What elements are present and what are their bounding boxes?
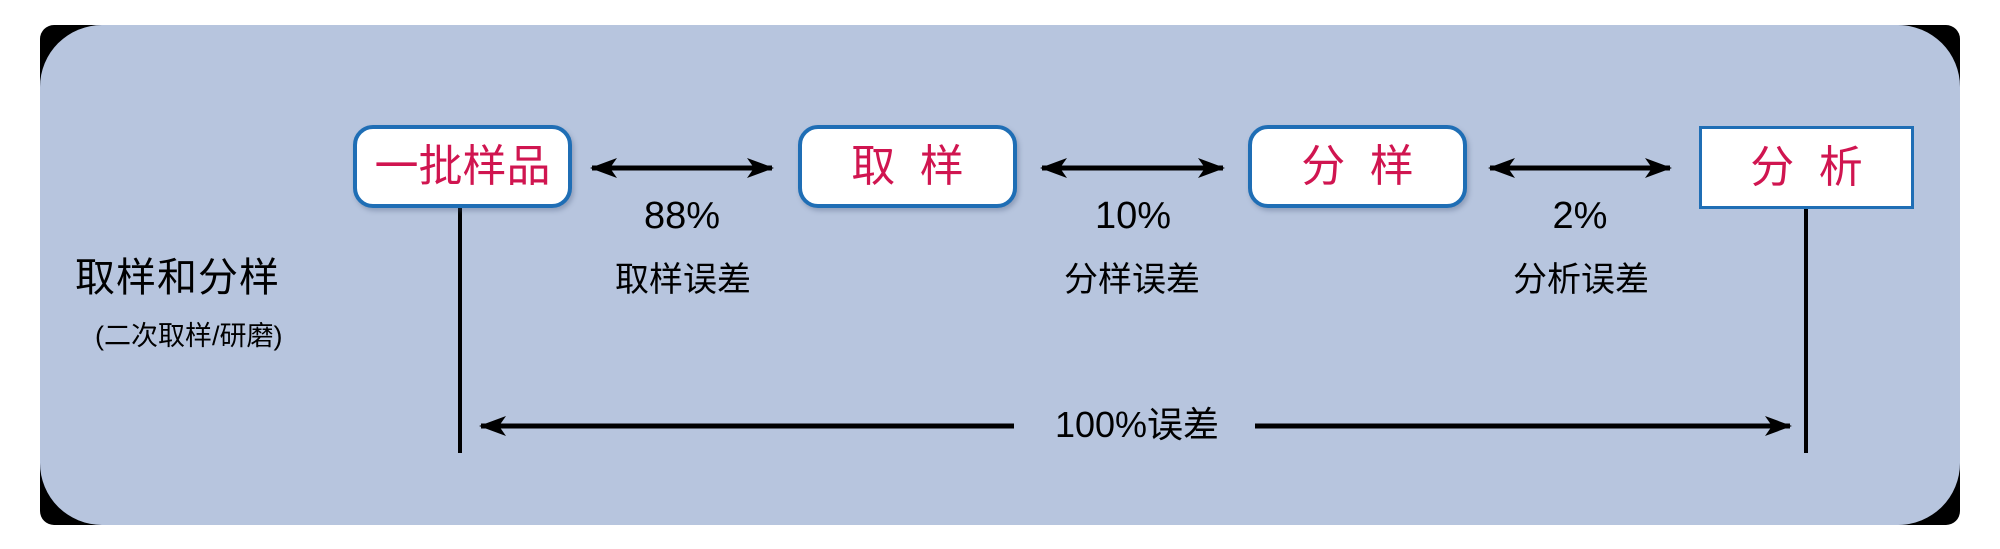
- node-sampling: 取 样: [798, 125, 1017, 208]
- edge-error-analysis: 分析误差: [1513, 261, 1649, 299]
- diagram-panel: [40, 25, 1960, 525]
- node-batch-of-samples: 一批样品: [353, 125, 572, 208]
- edge-percent-analysis: 2%: [1552, 195, 1608, 237]
- edge-percent-sampling: 88%: [643, 195, 721, 237]
- edge-error-splitting: 分样误差: [1064, 261, 1200, 299]
- node-batch-label: 一批样品: [374, 141, 551, 191]
- edge-percent-splitting: 10%: [1094, 195, 1172, 237]
- page-subtitle: (二次取样/研磨): [95, 321, 283, 351]
- node-sampling-label: 取 样: [851, 141, 964, 191]
- node-analysis-label: 分 析: [1750, 142, 1863, 192]
- node-splitting-label: 分 样: [1301, 141, 1414, 191]
- edge-error-sampling: 取样误差: [615, 261, 751, 299]
- total-error-label: 100%误差: [1054, 404, 1220, 445]
- node-analysis: 分 析: [1699, 126, 1914, 209]
- page-title: 取样和分样: [75, 256, 280, 300]
- node-sample-splitting: 分 样: [1248, 125, 1467, 208]
